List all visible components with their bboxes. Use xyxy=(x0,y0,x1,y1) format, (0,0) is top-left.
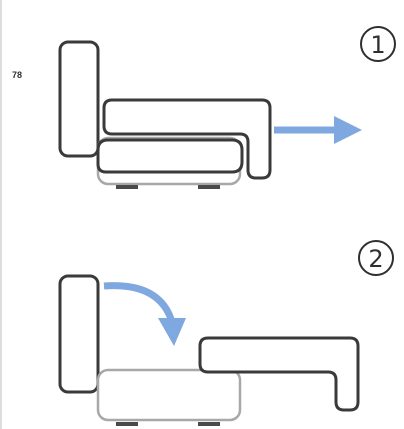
step-1-seat-cushion xyxy=(96,138,244,174)
step-2-backrest xyxy=(58,274,100,394)
step-1-pullout-mattress xyxy=(102,98,272,180)
step-2: 2 xyxy=(58,240,394,426)
step-2-extended-mattress xyxy=(198,336,360,412)
step-2-fold-arrow xyxy=(103,282,186,346)
step-1-number: 1 xyxy=(370,31,385,59)
step-1-pull-arrow xyxy=(274,116,362,144)
step-2-number: 2 xyxy=(368,245,383,273)
step-2-badge: 2 xyxy=(358,240,394,276)
step-2-foot-right xyxy=(198,422,220,426)
step-1-badge: 1 xyxy=(360,26,396,62)
step-1: 1 xyxy=(58,26,396,189)
step-1-foot-left xyxy=(116,185,138,189)
step-1-foot-right xyxy=(198,185,220,189)
page-label: 78 xyxy=(12,70,22,80)
step-1-backrest xyxy=(58,40,100,158)
step-2-base xyxy=(96,368,242,422)
step-2-foot-left xyxy=(116,422,138,426)
